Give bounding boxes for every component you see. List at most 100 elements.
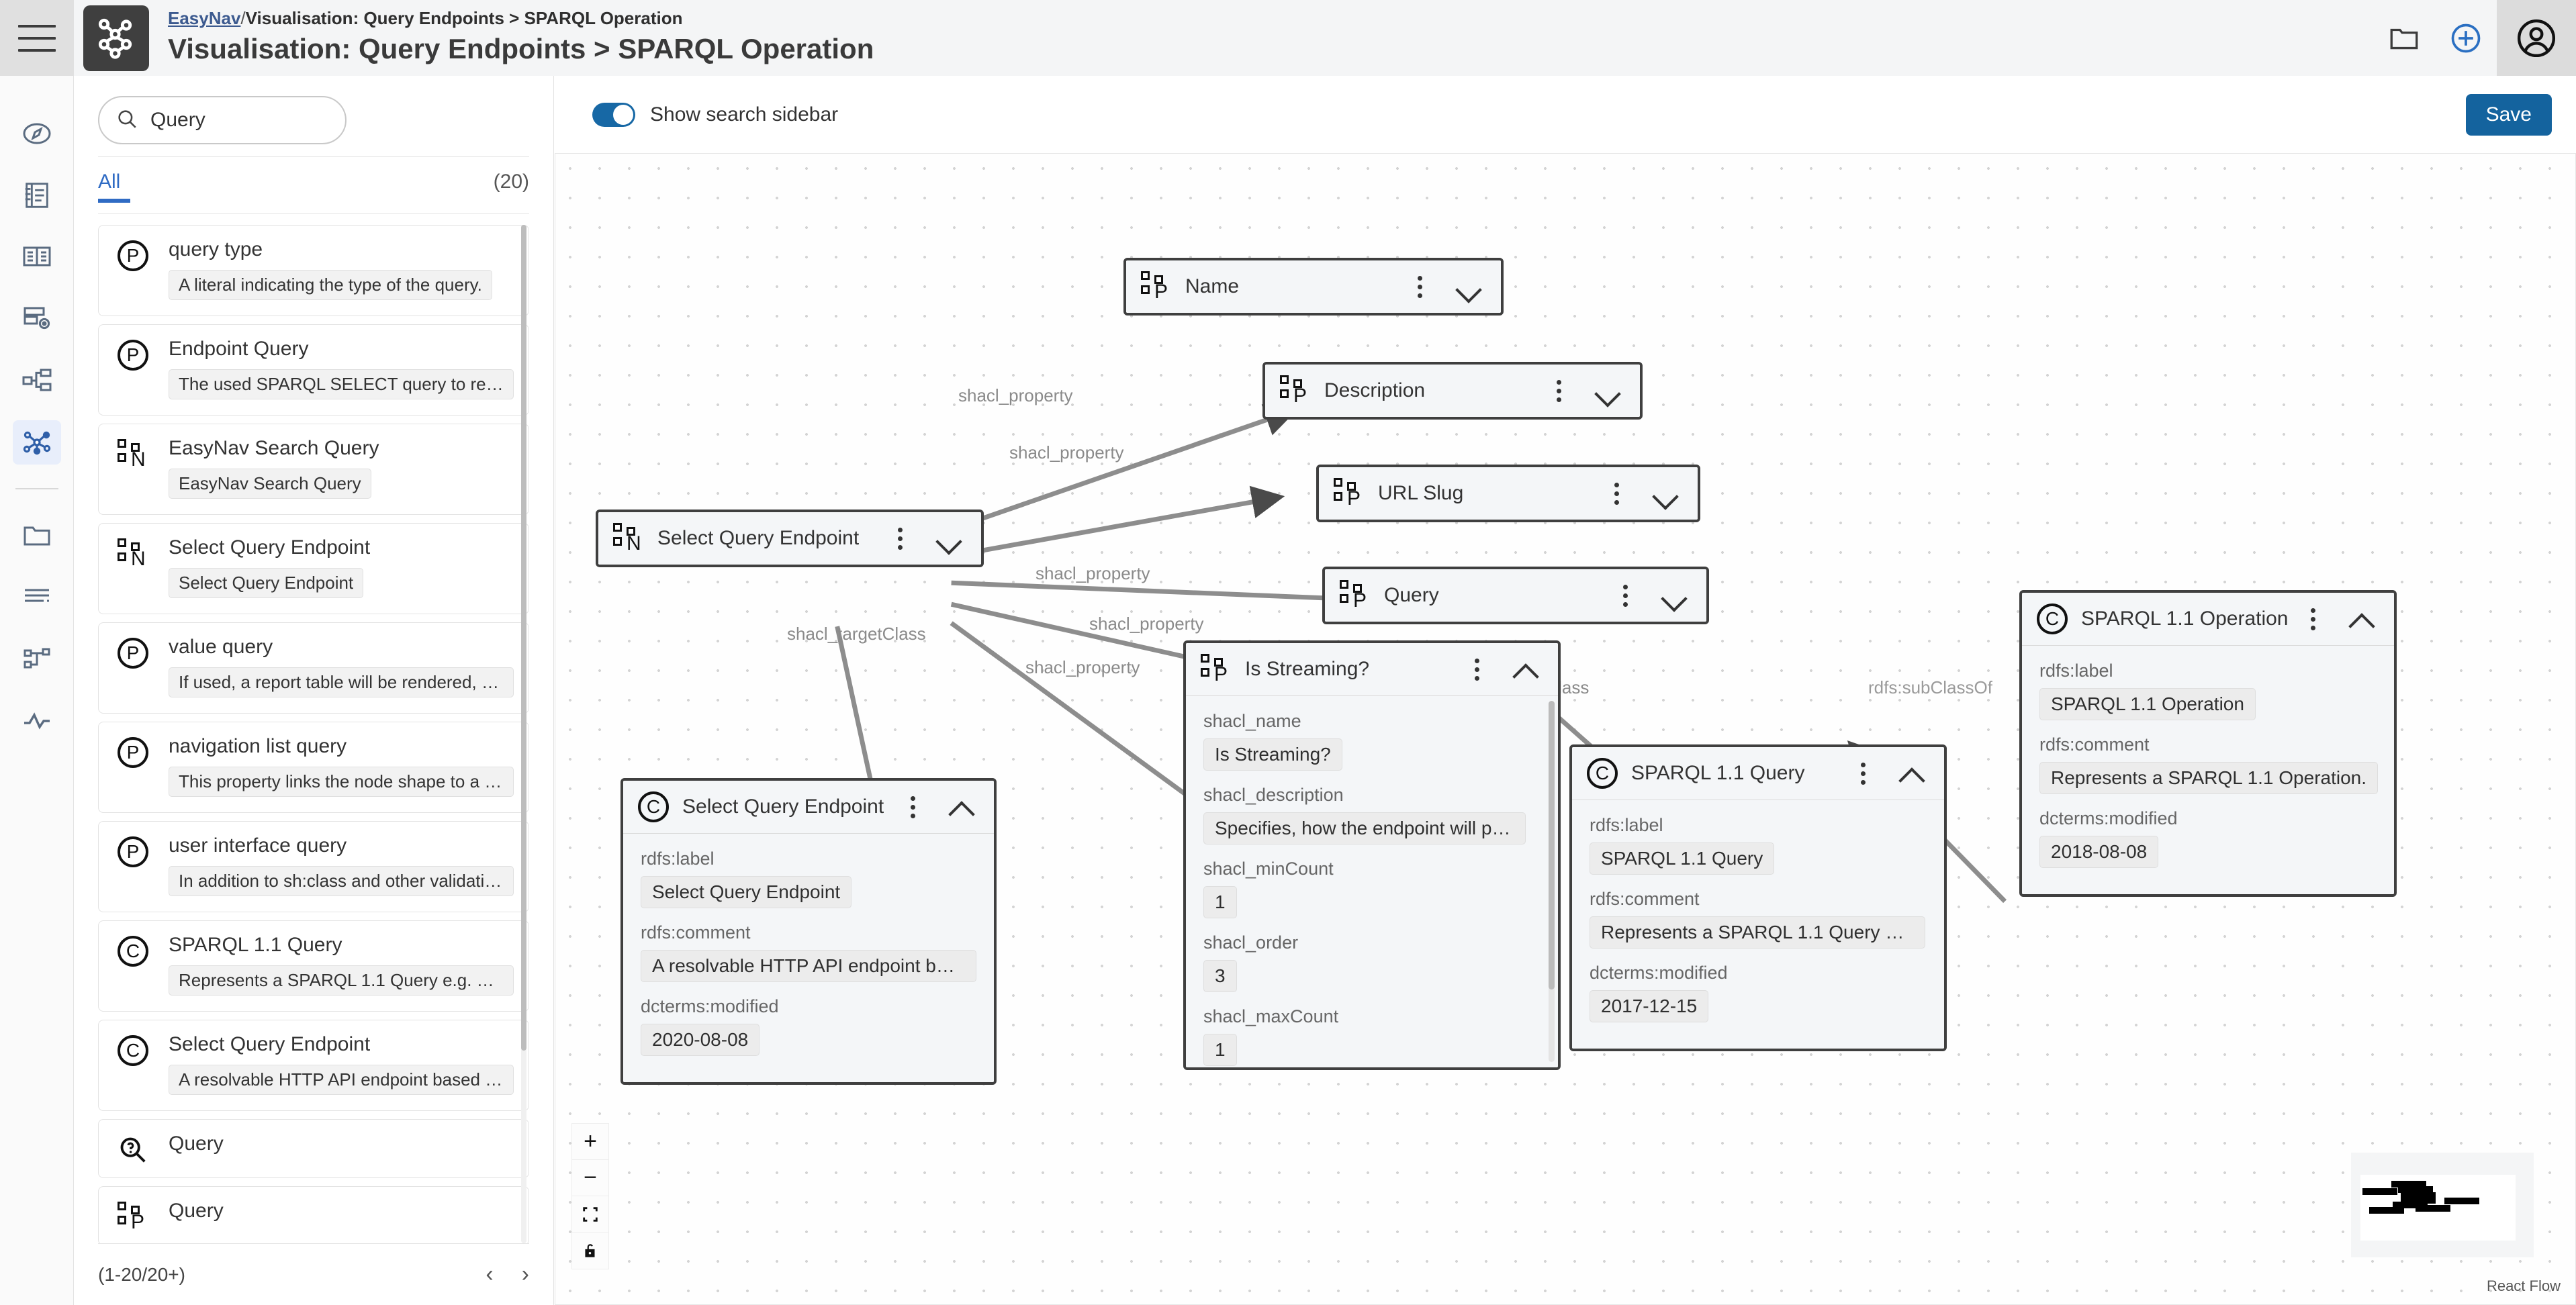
node-header[interactable]: N Select Query Endpoint bbox=[598, 512, 981, 565]
rail-item-flow-nodes[interactable] bbox=[0, 628, 74, 689]
property-value[interactable]: Represents a SPARQL 1.1 Query e.g. … bbox=[1590, 916, 1925, 949]
property-value[interactable]: SPARQL 1.1 Operation bbox=[2039, 688, 2256, 720]
property-value[interactable]: 2017-12-15 bbox=[1590, 990, 1709, 1022]
class-circle-icon: C bbox=[638, 791, 669, 822]
rail-item-book[interactable] bbox=[0, 226, 74, 288]
graph-node-select-query-endpoint-shape[interactable]: N Select Query Endpoint bbox=[596, 510, 984, 567]
property-value[interactable]: Represents a SPARQL 1.1 Operation. bbox=[2039, 762, 2379, 794]
node-menu-icon[interactable] bbox=[2309, 608, 2316, 630]
graph-node-name[interactable]: P Name bbox=[1123, 258, 1504, 316]
graph-node-sparql-11-operation[interactable]: C SPARQL 1.1 Operation rdfs:label SPARQL… bbox=[2019, 590, 2397, 897]
rail-item-list-lines[interactable] bbox=[0, 566, 74, 628]
property-value[interactable]: Specifies, how the endpoint will pro… bbox=[1203, 812, 1526, 844]
sidebar-scrollbar-thumb[interactable] bbox=[521, 225, 526, 1051]
chevron-up-icon[interactable] bbox=[1512, 661, 1539, 678]
rail-item-notebook[interactable] bbox=[0, 164, 74, 226]
minimap-node bbox=[2401, 1197, 2436, 1204]
chevron-up-icon[interactable] bbox=[1898, 765, 1925, 782]
chevron-up-icon[interactable] bbox=[948, 798, 975, 816]
save-button[interactable]: Save bbox=[2465, 93, 2552, 136]
react-flow-attribution: React Flow bbox=[2486, 1277, 2561, 1294]
graph-node-query[interactable]: P Query bbox=[1322, 567, 1709, 624]
node-header[interactable]: C Select Query Endpoint bbox=[623, 781, 994, 833]
node-header[interactable]: P Description bbox=[1265, 365, 1640, 417]
pagination-next-button[interactable]: › bbox=[521, 1261, 529, 1287]
search-input[interactable]: Query bbox=[98, 96, 347, 144]
graph-node-select-query-endpoint-class[interactable]: C Select Query Endpoint rdfs:label Selec… bbox=[620, 778, 997, 1085]
rail-item-sitemap[interactable] bbox=[0, 350, 74, 412]
node-menu-icon[interactable] bbox=[1473, 658, 1480, 681]
node-header[interactable]: P URL Slug bbox=[1319, 467, 1698, 520]
property-value[interactable]: SPARQL 1.1 Query bbox=[1590, 842, 1775, 875]
node-header[interactable]: C SPARQL 1.1 Operation bbox=[2022, 593, 2394, 645]
zoom-out-icon[interactable]: − bbox=[572, 1160, 608, 1196]
property-value[interactable]: 2018-08-08 bbox=[2039, 836, 2159, 868]
list-item[interactable]: Query bbox=[98, 1119, 529, 1178]
node-menu-icon[interactable] bbox=[1416, 275, 1423, 298]
breadcrumb-link-root[interactable]: EasyNav bbox=[168, 8, 241, 28]
pagination-prev-button[interactable]: ‹ bbox=[486, 1261, 494, 1287]
graph-node-description[interactable]: P Description bbox=[1262, 362, 1643, 420]
node-menu-icon[interactable] bbox=[1622, 584, 1628, 607]
tab-all[interactable]: All bbox=[98, 171, 121, 193]
chevron-down-icon[interactable] bbox=[1594, 382, 1621, 399]
fit-view-icon[interactable] bbox=[572, 1196, 608, 1232]
property-value[interactable]: Select Query Endpoint bbox=[641, 876, 852, 908]
property-value[interactable]: A resolvable HTTP API endpoint bas… bbox=[641, 950, 976, 982]
show-search-sidebar-toggle[interactable]: Show search sidebar bbox=[592, 102, 838, 127]
node-header[interactable]: C SPARQL 1.1 Query bbox=[1572, 747, 1944, 800]
toggle-switch-icon[interactable] bbox=[592, 102, 635, 127]
chevron-down-icon[interactable] bbox=[935, 530, 962, 547]
zoom-in-icon[interactable]: + bbox=[572, 1124, 608, 1160]
rail-item-graph-network[interactable] bbox=[0, 412, 74, 473]
property-value[interactable]: Is Streaming? bbox=[1203, 738, 1342, 771]
rail-item-folder[interactable] bbox=[0, 504, 74, 566]
chevron-down-icon[interactable] bbox=[1652, 485, 1679, 502]
chevron-up-icon[interactable] bbox=[2348, 610, 2375, 628]
property-circle-icon: P bbox=[113, 337, 152, 371]
plus-circle-icon[interactable] bbox=[2435, 0, 2497, 76]
shape-node-icon: N bbox=[613, 523, 644, 554]
property-value[interactable]: 2020-08-08 bbox=[641, 1024, 760, 1056]
rail-item-compass[interactable] bbox=[0, 103, 74, 164]
graph-node-url-slug[interactable]: P URL Slug bbox=[1316, 465, 1700, 522]
graph-node-sparql-11-query[interactable]: C SPARQL 1.1 Query rdfs:label SPARQL 1.1… bbox=[1569, 744, 1947, 1051]
node-scrollbar[interactable] bbox=[1549, 701, 1555, 1062]
property-value[interactable]: 1 bbox=[1203, 886, 1237, 918]
rail-item-server-eye[interactable] bbox=[0, 288, 74, 350]
node-header[interactable]: P Name bbox=[1126, 260, 1501, 313]
graph-node-is-streaming[interactable]: P Is Streaming? shacl_name Is Streaming?… bbox=[1183, 640, 1561, 1070]
graph-canvas[interactable]: shacl_property shacl_property shacl_prop… bbox=[555, 153, 2576, 1305]
folder-icon[interactable] bbox=[2373, 0, 2435, 76]
lock-icon[interactable] bbox=[572, 1232, 608, 1269]
rail-item-pulse[interactable] bbox=[0, 689, 74, 751]
property-value[interactable]: 1 bbox=[1203, 1034, 1237, 1066]
chevron-down-icon[interactable] bbox=[1455, 278, 1482, 295]
node-menu-icon[interactable] bbox=[1613, 482, 1620, 505]
node-menu-icon[interactable] bbox=[896, 527, 903, 550]
node-header[interactable]: P Is Streaming? bbox=[1186, 643, 1558, 695]
menu-toggle-button[interactable] bbox=[0, 0, 74, 76]
node-menu-icon[interactable] bbox=[1859, 762, 1866, 785]
chevron-down-icon[interactable] bbox=[1661, 587, 1688, 604]
node-header[interactable]: P Query bbox=[1325, 569, 1706, 622]
node-menu-icon[interactable] bbox=[909, 795, 916, 818]
property-value[interactable]: 3 bbox=[1203, 960, 1237, 992]
node-title: Select Query Endpoint bbox=[682, 795, 884, 818]
account-circle-icon[interactable] bbox=[2497, 0, 2576, 76]
node-menu-icon[interactable] bbox=[1555, 379, 1562, 402]
minimap[interactable] bbox=[2351, 1153, 2534, 1257]
